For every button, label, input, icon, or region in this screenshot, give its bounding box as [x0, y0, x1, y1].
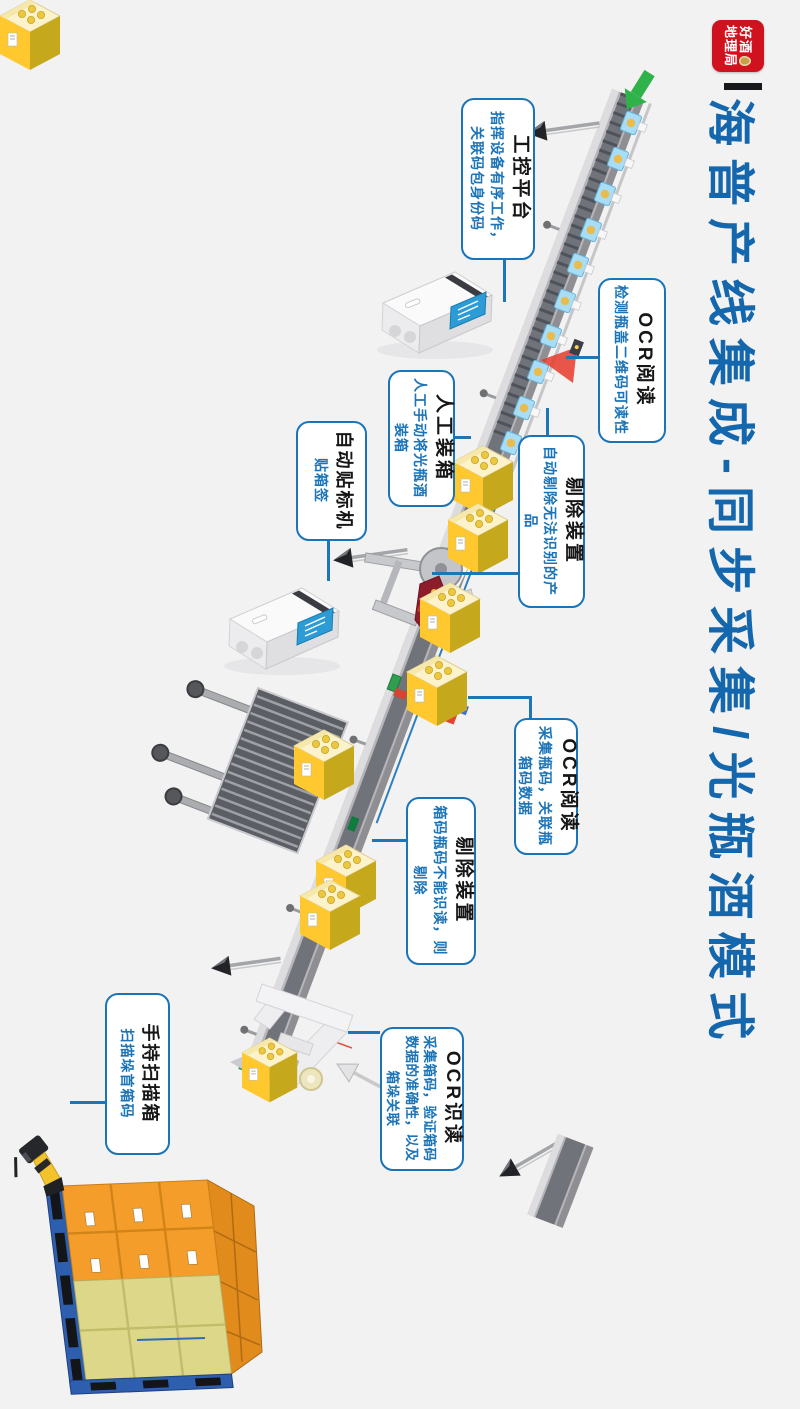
brand-logo-text: 好酒 地理局 [712, 20, 764, 72]
callout-title: OCR阅读 [633, 312, 655, 408]
callout-title: 人工装箱 [433, 393, 455, 482]
callout-manual-packing: 人工装箱 人工手动将光瓶酒装箱 [388, 370, 455, 507]
callout-desc: 检测瓶盖二维码可读性 [612, 285, 629, 435]
callout-desc: 箱码瓶码不能识读，则剔除 [412, 805, 448, 956]
pallet-stack [44, 1179, 263, 1395]
callout-title: OCR阅读 [557, 738, 579, 834]
callout-reject-device-2: 剔除装置 箱码瓶码不能识读，则剔除 [406, 797, 476, 965]
callout-desc: 扫描垛首箱码 [118, 1028, 135, 1119]
connector-line [432, 572, 518, 575]
callout-reject-device-1: 剔除装置 自动剔除无法识别的产品 [518, 435, 585, 608]
callout-ocr-read-bottle: OCR阅读 采集瓶码，关联瓶箱码数据 [514, 718, 579, 855]
connector-line [546, 408, 549, 435]
wine-seal-icon [739, 56, 752, 66]
callout-desc: 贴箱签 [312, 458, 329, 503]
callout-title: 手持扫描箱 [139, 1023, 160, 1124]
handheld-scanner-icon [14, 1135, 65, 1197]
callout-title: OCR识读 [442, 1050, 464, 1147]
page-title: 海普产线集成-同步采集/光瓶酒模式 [703, 98, 756, 1052]
connector-line [566, 356, 598, 359]
line-start-arrow-icon [624, 69, 655, 110]
callout-desc: 人工手动将光瓶酒装箱 [392, 378, 429, 498]
callout-desc: 自动剔除无法识别的产品 [522, 446, 559, 596]
callout-handheld-scan: 手持扫描箱 扫描垛首箱码 [105, 993, 170, 1155]
connector-line [348, 1031, 380, 1034]
palletizer-infeed-conveyor [527, 1134, 594, 1228]
connector-line [455, 436, 471, 439]
callout-title: 剔除装置 [452, 836, 474, 925]
callout-ocr-read-cap: OCR阅读 检测瓶盖二维码可读性 [598, 278, 666, 443]
connector-line [468, 696, 530, 699]
title-separator-bar [724, 83, 762, 90]
yellow-case [0, 0, 62, 70]
callout-ocr-identify: OCR识读 采集箱码，验证箱码数据的准确性，以及箱垛关联 [380, 1027, 464, 1171]
roller-rack [151, 680, 349, 855]
bottles-on-conveyor [500, 110, 648, 456]
callout-title: 自动贴标机 [333, 430, 354, 531]
callout-title: 工控平台 [509, 134, 531, 223]
callout-auto-labeling-machine: 自动贴标机 贴箱签 [296, 421, 367, 541]
connector-line [503, 260, 506, 302]
callout-desc: 指挥设备有序工作，关联码包身份码 [469, 111, 505, 246]
connector-line [327, 541, 330, 581]
logo-line2: 地理局 [723, 24, 739, 67]
callout-control-platform: 工控平台 指挥设备有序工作，关联码包身份码 [461, 98, 535, 260]
control-cabinet [377, 271, 494, 359]
connector-line [529, 696, 532, 718]
callout-desc: 采集箱码，验证箱码数据的准确性，以及箱垛关联 [384, 1035, 438, 1162]
callout-desc: 采集瓶码，关联瓶箱码数据 [517, 726, 553, 846]
brand-logo: 好酒 地理局 [712, 20, 764, 72]
connector-line [372, 839, 406, 842]
logo-line1: 好酒 [738, 25, 754, 54]
connector-line [70, 1101, 105, 1104]
callout-title: 剔除装置 [563, 476, 585, 565]
